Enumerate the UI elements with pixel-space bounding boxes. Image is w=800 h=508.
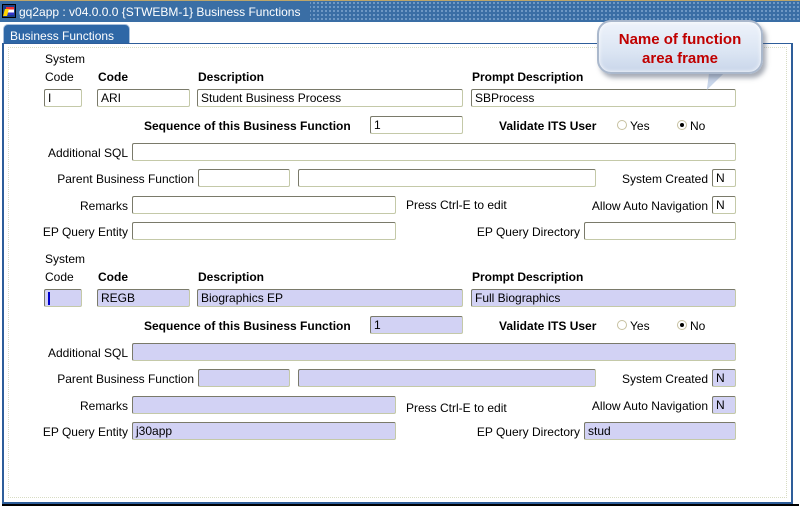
annotation-callout: Name of function area frame xyxy=(597,20,763,74)
prompt-description-label: Prompt Description xyxy=(472,70,584,84)
system-code-label-line1: System xyxy=(45,252,86,266)
validate-no-radio[interactable] xyxy=(677,120,687,130)
ep-query-entity-label: EP Query Entity xyxy=(42,225,128,239)
window-bottom-edge xyxy=(2,504,799,506)
system-created-field[interactable]: N xyxy=(712,369,736,387)
additional-sql-label: Additional SQL xyxy=(47,346,128,360)
ep-query-entity-field[interactable] xyxy=(132,222,396,240)
validate-no-radio[interactable] xyxy=(677,320,687,330)
description-label: Description xyxy=(198,70,265,84)
remarks-label: Remarks xyxy=(79,399,128,413)
validate-yes-radio[interactable] xyxy=(617,320,627,330)
prompt-description-field[interactable]: Full Biographics xyxy=(471,289,736,307)
parent-business-function-label: Parent Business Function xyxy=(57,172,194,186)
description-label: Description xyxy=(198,270,265,284)
system-created-label: System Created xyxy=(621,172,708,186)
code-label: Code xyxy=(98,270,128,284)
system-created-field[interactable]: N xyxy=(712,169,736,187)
system-code-field[interactable] xyxy=(44,289,82,307)
ep-query-directory-field[interactable]: stud xyxy=(584,422,736,440)
code-field[interactable]: ARI xyxy=(97,89,190,107)
ep-query-directory-label: EP Query Directory xyxy=(476,225,580,239)
allow-auto-navigation-label: Allow Auto Navigation xyxy=(591,199,708,213)
system-code-field[interactable]: I xyxy=(44,89,82,107)
allow-auto-navigation-field[interactable]: N xyxy=(712,396,736,414)
press-ctrl-e-hint: Press Ctrl-E to edit xyxy=(406,198,507,212)
remarks-field[interactable] xyxy=(132,196,396,214)
system-created-label: System Created xyxy=(621,372,708,386)
code-field[interactable]: REGB xyxy=(97,289,190,307)
sequence-field[interactable]: 1 xyxy=(370,116,463,134)
sequence-field[interactable]: 1 xyxy=(370,316,463,334)
validate-its-user-label: Validate ITS User xyxy=(499,319,597,333)
system-code-label-line1: System xyxy=(45,52,86,66)
sequence-label: Sequence of this Business Function xyxy=(144,119,351,133)
remarks-field[interactable] xyxy=(132,396,396,414)
press-ctrl-e-hint: Press Ctrl-E to edit xyxy=(406,401,507,415)
system-code-label-line2: Code xyxy=(45,70,74,84)
additional-sql-field[interactable] xyxy=(132,343,736,361)
ep-query-entity-field[interactable]: j30app xyxy=(132,422,396,440)
code-label: Code xyxy=(98,70,128,84)
validate-no-label[interactable]: No xyxy=(690,119,706,133)
system-code-label-line2: Code xyxy=(45,270,74,284)
parent-function-code-field[interactable] xyxy=(198,369,290,387)
ep-query-entity-label: EP Query Entity xyxy=(42,425,128,439)
validate-yes-label[interactable]: Yes xyxy=(630,319,650,333)
prompt-description-field[interactable]: SBProcess xyxy=(471,89,736,107)
remarks-label: Remarks xyxy=(79,199,128,213)
additional-sql-field[interactable] xyxy=(132,143,736,161)
validate-yes-label[interactable]: Yes xyxy=(630,119,650,133)
description-field[interactable]: Biographics EP xyxy=(197,289,463,307)
ep-query-directory-field[interactable] xyxy=(584,222,736,240)
additional-sql-label: Additional SQL xyxy=(47,146,128,160)
callout-line-1: Name of function xyxy=(618,31,742,48)
parent-function-description-field[interactable] xyxy=(298,169,596,187)
prompt-description-label: Prompt Description xyxy=(472,270,584,284)
allow-auto-navigation-field[interactable]: N xyxy=(712,196,736,214)
window-titlebar[interactable]: gq2app : v04.0.0.0 {STWEBM-1} Business F… xyxy=(0,0,800,22)
parent-function-code-field[interactable] xyxy=(198,169,290,187)
tab-strip: Business Functions xyxy=(0,22,800,45)
parent-business-function-label: Parent Business Function xyxy=(57,372,194,386)
app-icon[interactable] xyxy=(2,4,16,18)
parent-function-description-field[interactable] xyxy=(298,369,596,387)
ep-query-directory-label: EP Query Directory xyxy=(476,425,580,439)
callout-line-2: area frame xyxy=(642,50,718,67)
validate-its-user-label: Validate ITS User xyxy=(499,119,597,133)
text-cursor xyxy=(48,292,50,306)
sequence-label: Sequence of this Business Function xyxy=(144,319,351,333)
allow-auto-navigation-label: Allow Auto Navigation xyxy=(591,399,708,413)
tab-business-functions[interactable]: Business Functions xyxy=(3,24,130,45)
description-field[interactable]: Student Business Process xyxy=(197,89,463,107)
validate-yes-radio[interactable] xyxy=(617,120,627,130)
validate-no-label[interactable]: No xyxy=(690,319,706,333)
window-title: gq2app : v04.0.0.0 {STWEBM-1} Business F… xyxy=(19,5,301,19)
